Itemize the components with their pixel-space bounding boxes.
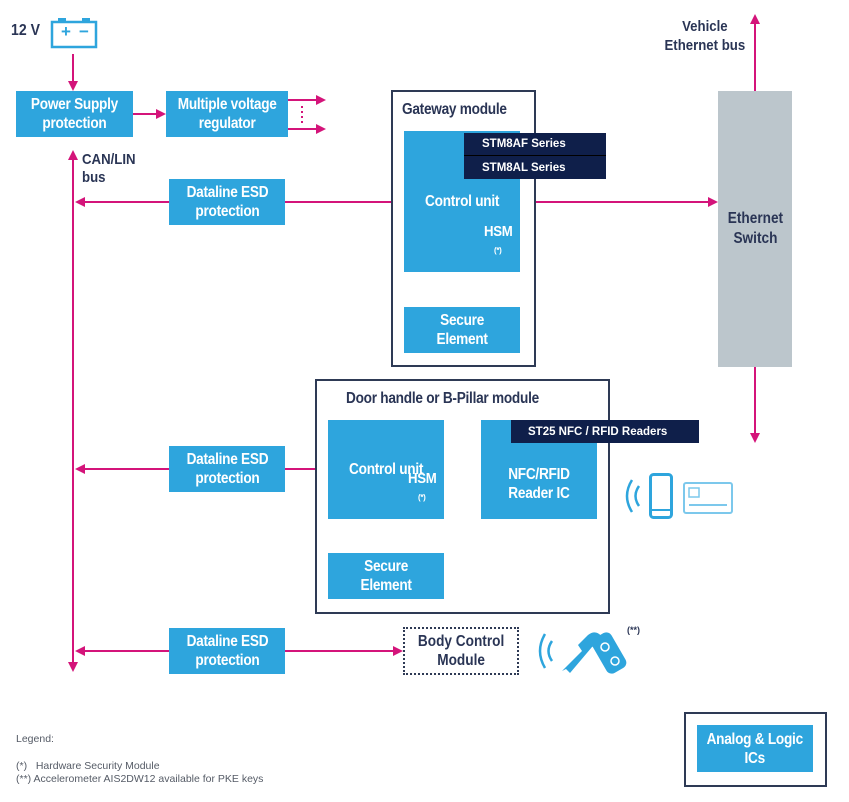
power-supply-protection-block[interactable]: Power Supply protection xyxy=(16,91,133,137)
battery-icon: + − xyxy=(50,17,98,49)
legend-item-accelerometer: (**) Accelerometer AIS2DW12 available fo… xyxy=(16,773,264,785)
door-handle-module-title: Door handle or B-Pillar module xyxy=(346,390,539,407)
voltage-regulator-block[interactable]: Multiple voltage regulator xyxy=(166,91,288,137)
battery-plus: + xyxy=(61,22,71,41)
door-hsm-label: HSM (*) xyxy=(407,470,437,502)
product-tag-stm8al[interactable]: STM8AL Series xyxy=(464,156,606,179)
product-tag-stm8af[interactable]: STM8AF Series xyxy=(464,133,606,156)
gateway-hsm-label: HSM (*) xyxy=(483,223,513,255)
id-card-icon xyxy=(683,482,733,514)
body-control-module[interactable]: Body Control Module xyxy=(403,627,519,675)
ethernet-switch-block[interactable]: Ethernet Switch xyxy=(718,91,792,367)
dataline-esd-protection-2[interactable]: Dataline ESD protection xyxy=(169,446,285,492)
dataline-esd-protection-3[interactable]: Dataline ESD protection xyxy=(169,628,285,674)
door-secure-element[interactable]: Secure Element xyxy=(328,553,444,599)
car-key-fob-icon xyxy=(558,625,638,677)
key-footnote-mark: (**) xyxy=(627,625,640,635)
analog-logic-ics-block[interactable]: Analog & Logic ICs xyxy=(697,725,813,772)
wireless-signal-icon xyxy=(535,628,555,674)
legend-item-hsm: (*) Hardware Security Module xyxy=(16,760,160,772)
door-control-unit[interactable]: Control unit HSM (*) xyxy=(328,420,444,519)
battery-minus: − xyxy=(79,22,89,41)
smartphone-icon xyxy=(649,473,673,519)
legend-title: Legend: xyxy=(16,733,54,745)
product-tag-st25[interactable]: ST25 NFC / RFID Readers xyxy=(511,420,699,443)
vehicle-ethernet-bus-label: Vehicle Ethernet bus xyxy=(664,18,746,54)
gateway-module-title: Gateway module xyxy=(402,101,507,118)
can-lin-bus-label: CAN/LIN bus xyxy=(82,151,136,186)
battery-voltage-label: 12 V xyxy=(11,22,40,39)
dataline-esd-protection-1[interactable]: Dataline ESD protection xyxy=(169,179,285,225)
gateway-secure-element[interactable]: Secure Element xyxy=(404,307,520,353)
wireless-signal-icon xyxy=(622,474,642,518)
